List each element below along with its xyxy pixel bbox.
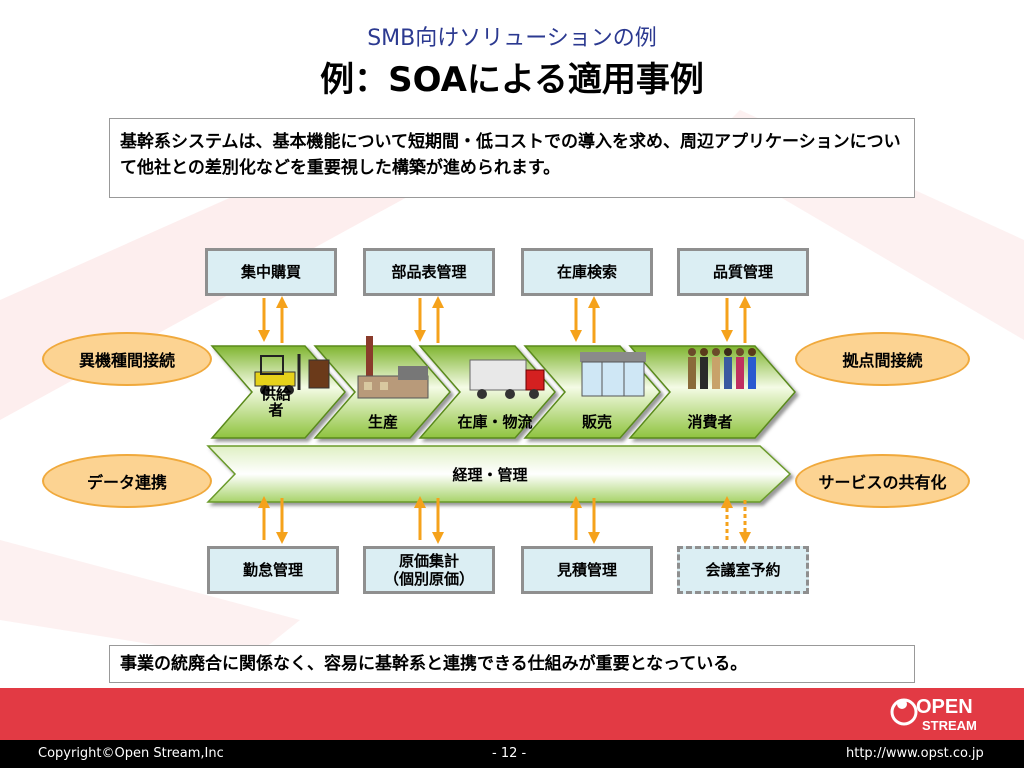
service-box-inventory-search: 在庫検索 [521, 248, 653, 296]
backbone-arrow [206, 445, 792, 503]
service-box-quality: 品質管理 [677, 248, 809, 296]
stage-sales: 販売 [581, 413, 612, 431]
store-icon [580, 352, 646, 397]
label-data-integration: データ連携 [42, 454, 212, 508]
bottom-note: 事業の統廃合に関係なく、容易に基幹系と連携できる仕組みが重要となっている。 [109, 645, 915, 683]
label-service-sharing: サービスの共有化 [795, 454, 970, 508]
stage-logistics: 在庫・物流 [457, 413, 533, 431]
open-stream-logo: OPEN STREAM [886, 690, 996, 738]
slide-subtitle: SMB向けソリューションの例 [367, 26, 657, 51]
footer-copyright: Copyright©Open Stream,Inc [38, 746, 224, 761]
service-box-procurement: 集中購買 [205, 248, 337, 296]
footer-url[interactable]: http://www.opst.co.jp [846, 746, 984, 761]
service-box-attendance: 勤怠管理 [207, 546, 339, 594]
service-box-meeting-room: 会議室予約 [677, 546, 809, 594]
slide-title: 例：SOAによる適用事例 [320, 60, 704, 100]
service-box-estimate: 見積管理 [521, 546, 653, 594]
footer-bar: Copyright©Open Stream,Inc - 12 - http://… [0, 740, 1024, 768]
service-box-bom: 部品表管理 [363, 248, 495, 296]
logo-mark-icon [890, 698, 918, 726]
stage-consumer: 消費者 [687, 413, 733, 431]
factory-icon [357, 336, 429, 399]
truck-icon [469, 359, 545, 399]
label-heterogeneous-connection: 異機種間接続 [42, 332, 212, 386]
consumers-icon [688, 348, 756, 389]
label-site-connection: 拠点間接続 [795, 332, 970, 386]
top-connector-arrows [258, 296, 751, 343]
forklift-icon [254, 354, 330, 395]
stage-supplier: 供給 者 [260, 385, 291, 419]
dashed-connector-arrows [725, 500, 747, 540]
service-box-cost: 原価集計 （個別原価） [363, 546, 495, 594]
intro-textbox: 基幹系システムは、基本機能について短期間・低コストでの導入を求め、周辺アプリケー… [109, 118, 915, 198]
backbone-label: 経理・管理 [452, 466, 528, 484]
stage-production: 生産 [367, 413, 398, 431]
bottom-connector-arrows [258, 496, 600, 544]
footer-page-number: - 12 - [492, 746, 527, 761]
logo-text-open: OPEN [916, 696, 973, 718]
footer-red-band [0, 688, 1024, 740]
logo-text-stream: STREAM [922, 718, 977, 733]
